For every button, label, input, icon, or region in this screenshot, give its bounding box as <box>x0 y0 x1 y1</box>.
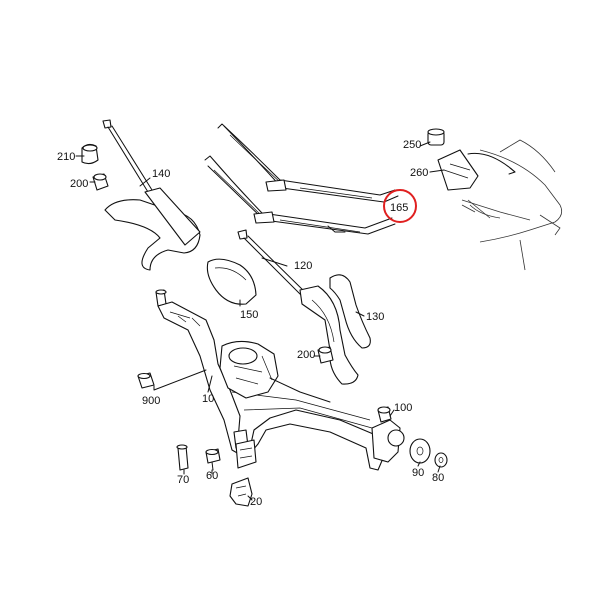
label-120: 120 <box>294 260 312 272</box>
part-80-nut[interactable] <box>434 452 448 468</box>
label-250: 250 <box>403 139 421 151</box>
part-210-cap[interactable] <box>81 143 99 165</box>
label-20: 20 <box>250 496 262 508</box>
car-front-outline <box>461 139 563 271</box>
part-70-grommet[interactable] <box>176 444 189 471</box>
part-10-linkage-frame[interactable] <box>155 289 405 471</box>
label-200-middle: 200 <box>297 349 315 361</box>
label-140: 140 <box>152 168 170 180</box>
label-130: 130 <box>366 311 384 323</box>
part-200-nut-middle[interactable] <box>317 346 334 364</box>
label-200-top: 200 <box>70 178 88 190</box>
part-250-cap[interactable] <box>427 128 445 146</box>
part-90-washer[interactable] <box>409 438 431 464</box>
label-60: 60 <box>206 470 218 482</box>
part-260-bracket[interactable] <box>437 149 516 191</box>
part-100-nut[interactable] <box>377 406 392 423</box>
label-80: 80 <box>432 472 444 484</box>
highlight-ring-165 <box>383 189 417 223</box>
part-900-connector[interactable] <box>137 372 155 389</box>
label-10: 10 <box>202 393 214 405</box>
label-900: 900 <box>142 395 160 407</box>
label-100: 100 <box>394 402 412 414</box>
part-150-cover[interactable] <box>206 258 257 305</box>
label-150: 150 <box>240 309 258 321</box>
label-70: 70 <box>177 474 189 486</box>
label-210: 210 <box>57 151 75 163</box>
part-130-cover[interactable] <box>329 274 371 349</box>
part-20-bracket[interactable] <box>229 477 253 507</box>
leader-lines <box>75 141 445 501</box>
label-165: 165 <box>390 202 408 214</box>
part-165-wiper-blades[interactable] <box>204 123 399 235</box>
part-60-bolt[interactable] <box>205 448 221 471</box>
part-mount-bracket <box>235 439 257 469</box>
part-120-wiper-arm[interactable] <box>237 229 359 385</box>
label-260: 260 <box>410 167 428 179</box>
label-90: 90 <box>412 467 424 479</box>
part-200-nut-top[interactable] <box>92 173 109 191</box>
part-140-wiper-arm[interactable] <box>102 119 201 271</box>
